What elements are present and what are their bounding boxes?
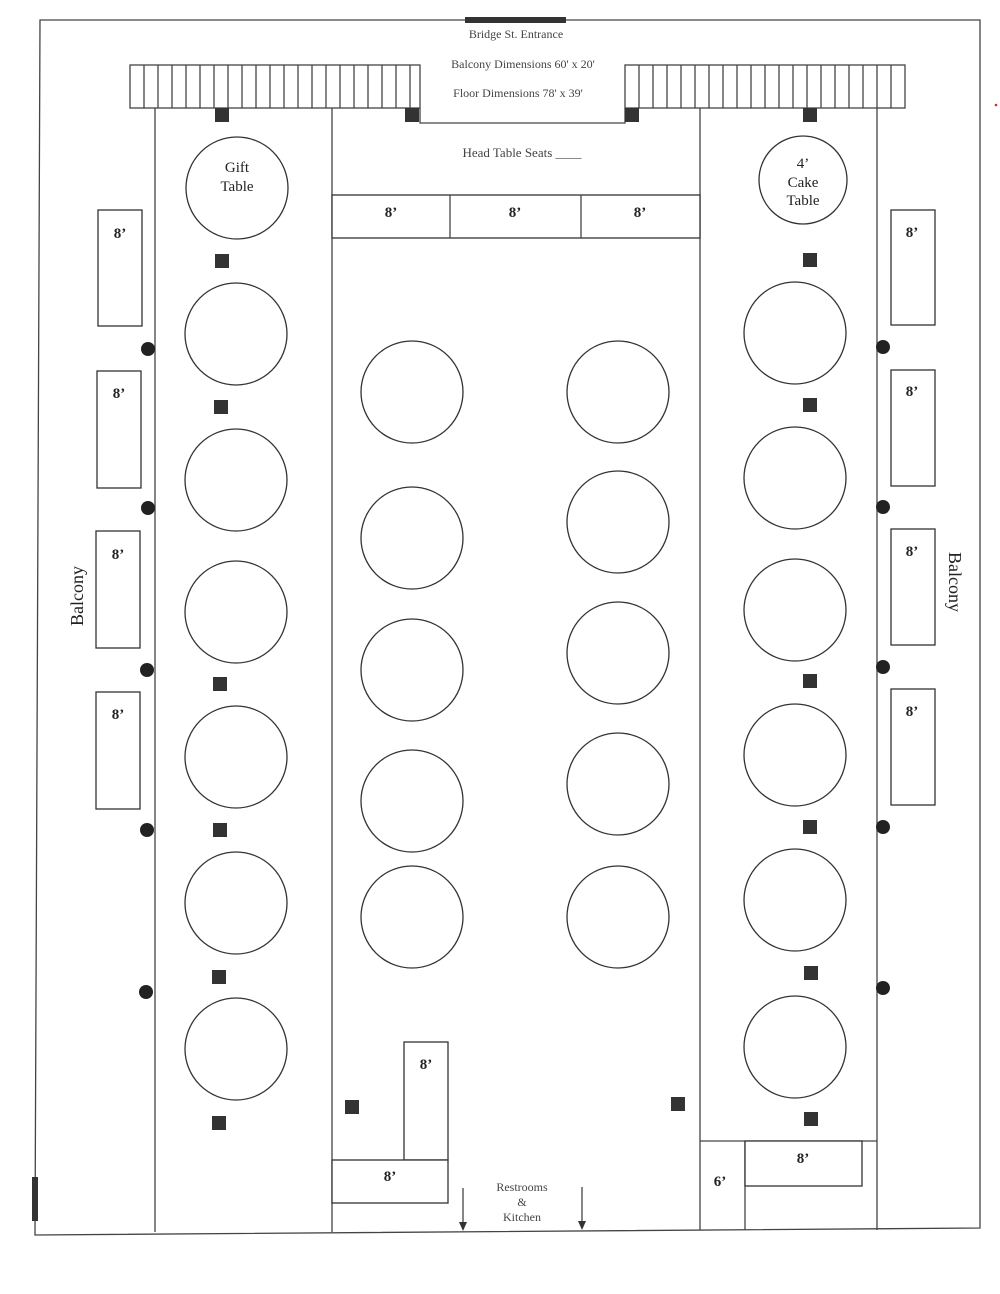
arrow-down-icon <box>459 1222 467 1231</box>
round-table <box>184 428 288 532</box>
pillar-square <box>803 398 817 412</box>
pillar-square <box>625 108 639 122</box>
round-table <box>566 340 670 444</box>
restrooms-label: Restrooms <box>496 1180 548 1194</box>
gift-table-label: Table <box>220 179 253 195</box>
column-dot <box>140 663 154 677</box>
room-outline <box>34 19 981 1236</box>
pillar-square <box>213 823 227 837</box>
column-dot <box>141 501 155 515</box>
table-size: 8’ <box>384 1169 397 1185</box>
head-table: 8’ 8’ 8’ <box>331 194 701 239</box>
table-size: 8’ <box>420 1057 433 1073</box>
side-table-size: 8’ <box>112 547 125 563</box>
balcony-railings <box>129 64 906 109</box>
balcony-right-tables: 8’ 8’ 8’ 8’ <box>890 209 936 806</box>
pillar-square <box>215 108 229 122</box>
pillar-square <box>213 677 227 691</box>
pillar-square <box>345 1100 359 1114</box>
round-table <box>360 340 464 444</box>
round-table <box>360 486 464 590</box>
table-size: 8’ <box>797 1151 810 1167</box>
round-table <box>566 470 670 574</box>
column-dot <box>140 823 154 837</box>
gift-table: Gift Table <box>185 136 289 240</box>
round-table <box>743 703 847 807</box>
pillar-square <box>803 253 817 267</box>
bottom-right-tables: 6’ 8’ <box>714 1140 863 1230</box>
pillar-square <box>212 970 226 984</box>
pillar-square <box>405 108 419 122</box>
gift-table-label: Gift <box>225 160 250 176</box>
head-table-segment: 8’ <box>634 205 647 221</box>
round-table <box>360 618 464 722</box>
pillar-square <box>803 108 817 122</box>
column-dot <box>141 342 155 356</box>
column-dot <box>139 985 153 999</box>
side-table-size: 8’ <box>906 225 919 241</box>
bottom-left-tables: 8’ 8’ <box>331 1041 449 1204</box>
round-tables <box>184 281 847 1101</box>
cake-table: 4’ Cake Table <box>758 135 848 225</box>
side-table-size: 8’ <box>112 707 125 723</box>
round-table <box>184 851 288 955</box>
round-table <box>743 426 847 530</box>
side-table-size: 8’ <box>906 704 919 720</box>
side-table-size: 8’ <box>114 226 127 242</box>
balcony-dimensions: Balcony Dimensions 60' x 20' <box>451 57 595 71</box>
column-dot <box>876 340 890 354</box>
round-table <box>743 558 847 662</box>
head-table-segment: 8’ <box>385 205 398 221</box>
red-mark <box>994 103 998 107</box>
table-size: 6’ <box>714 1174 727 1190</box>
column-dot <box>876 981 890 995</box>
round-table <box>743 995 847 1099</box>
pillar-square <box>804 1112 818 1126</box>
floor-dimensions: Floor Dimensions 78' x 39' <box>453 86 583 100</box>
entrance-label: Bridge St. Entrance <box>469 27 563 41</box>
arrow-down-icon <box>578 1221 586 1230</box>
round-table <box>360 865 464 969</box>
cake-table-label: Cake <box>788 175 819 191</box>
pillar-square <box>212 1116 226 1130</box>
round-table <box>566 865 670 969</box>
round-table <box>360 749 464 853</box>
pillar-square <box>215 254 229 268</box>
side-table-size: 8’ <box>113 386 126 402</box>
balcony-left-label: Balcony <box>67 566 87 626</box>
balcony-railing <box>129 64 421 109</box>
pillar-square <box>804 966 818 980</box>
restrooms-kitchen: Restrooms & Kitchen <box>459 1180 586 1231</box>
cake-table-label: Table <box>786 193 819 209</box>
head-table-segment: 8’ <box>509 205 522 221</box>
head-table-seats-label: Head Table Seats ____ <box>462 145 582 160</box>
pillar-square <box>214 400 228 414</box>
pillars <box>139 108 890 1130</box>
cake-table-label: 4’ <box>797 156 810 172</box>
round-table <box>184 282 288 386</box>
restrooms-label: & <box>517 1195 527 1209</box>
round-table <box>184 560 288 664</box>
round-table <box>743 281 847 385</box>
round-table <box>743 848 847 952</box>
column-dot <box>876 660 890 674</box>
column-dot <box>876 820 890 834</box>
side-table-size: 8’ <box>906 544 919 560</box>
balcony-right-label: Balcony <box>945 552 965 612</box>
restrooms-label: Kitchen <box>503 1210 541 1224</box>
pillar-square <box>803 820 817 834</box>
round-table <box>566 601 670 705</box>
side-table-size: 8’ <box>906 384 919 400</box>
balcony-left-tables: 8’ 8’ 8’ 8’ <box>95 209 143 810</box>
round-table <box>566 732 670 836</box>
column-dot <box>876 500 890 514</box>
pillar-square <box>803 674 817 688</box>
pillar-square <box>671 1097 685 1111</box>
entrance-door <box>465 17 566 23</box>
side-door <box>32 1177 38 1221</box>
round-table <box>184 705 288 809</box>
round-table <box>184 997 288 1101</box>
